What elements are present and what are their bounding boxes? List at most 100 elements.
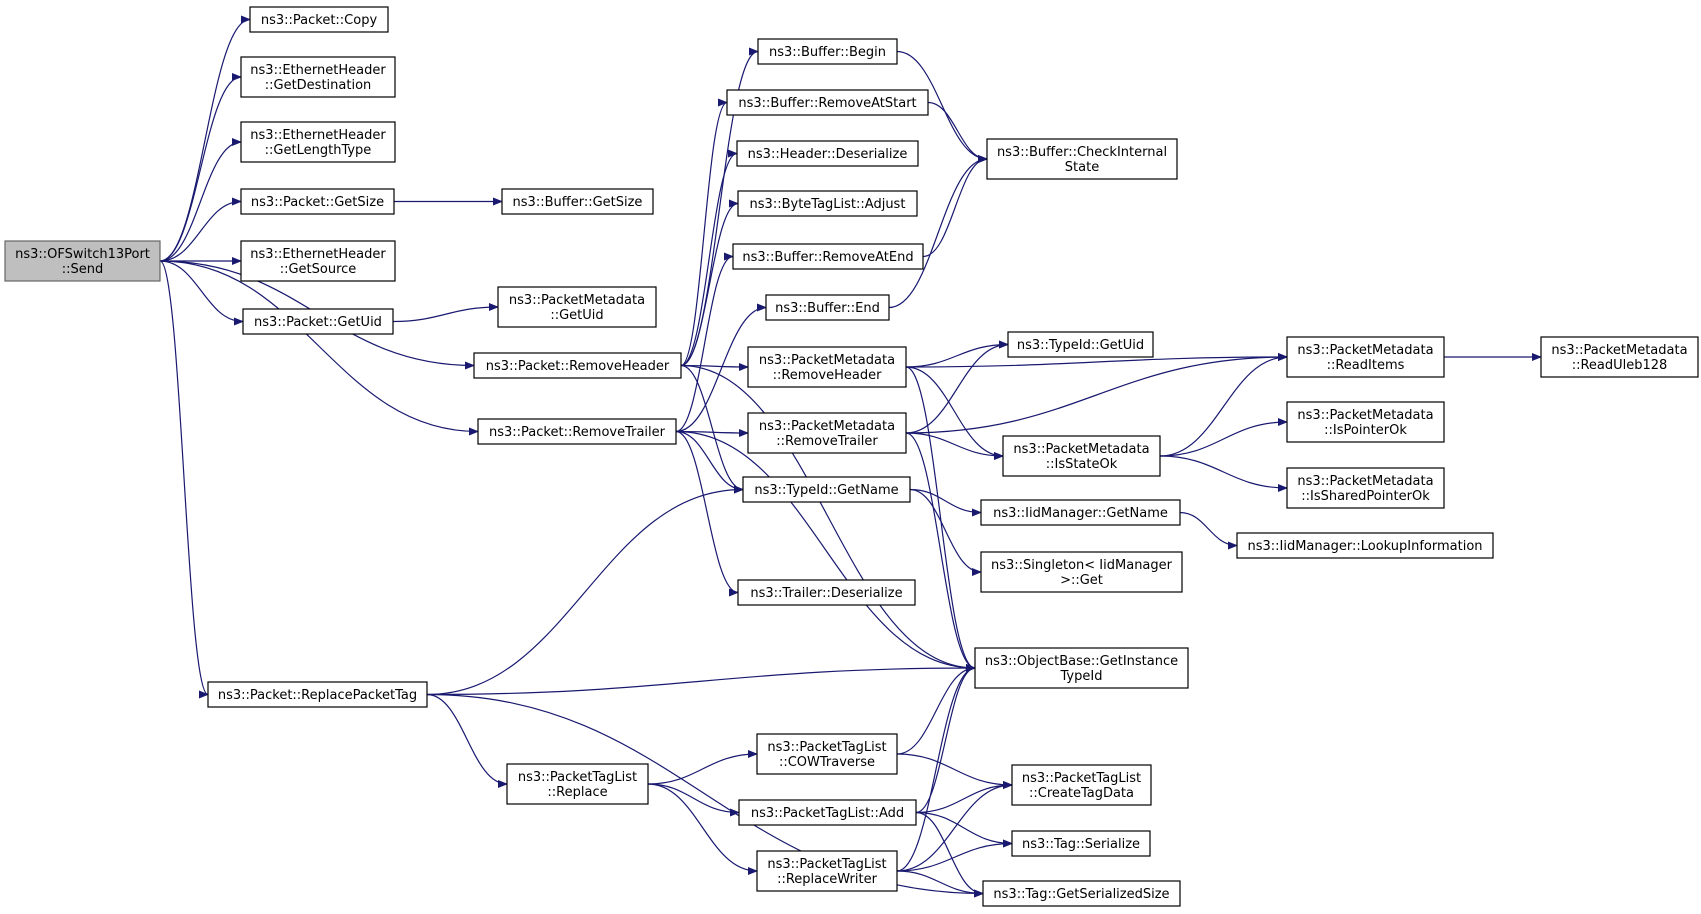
node-pkt-removeheader[interactable]: ns3::Packet::RemoveHeader <box>473 352 682 379</box>
edge-meta-removetrailer-to-meta-readitems <box>905 353 1288 434</box>
node-meta-readitems[interactable]: ns3::PacketMetadata::ReadItems <box>1286 336 1445 378</box>
node-copy[interactable]: ns3::Packet::Copy <box>249 6 389 33</box>
node-label: ::GetDestination <box>265 78 372 93</box>
node-box <box>477 418 677 445</box>
node-meta-removeheader[interactable]: ns3::PacketMetadata::RemoveHeader <box>747 346 907 388</box>
node-box <box>1286 467 1445 509</box>
node-buf-begin[interactable]: ns3::Buffer::Begin <box>757 38 898 65</box>
node-eth-getlen[interactable]: ns3::EthernetHeader::GetLengthType <box>240 121 396 163</box>
node-label: ns3::EthernetHeader <box>250 63 386 78</box>
node-meta-issharedpointerok[interactable]: ns3::PacketMetadata::IsSharedPointerOk <box>1286 467 1445 509</box>
edge-ptl-cowtraverse-to-objbase-getinstance <box>896 664 976 755</box>
node-label: ns3::PacketTagList <box>1022 771 1141 786</box>
node-meta-removetrailer[interactable]: ns3::PacketMetadata::RemoveTrailer <box>747 412 907 454</box>
node-label: TypeId <box>1060 669 1103 684</box>
node-box <box>473 352 682 379</box>
node-pkt-getsize[interactable]: ns3::Packet::GetSize <box>240 188 395 215</box>
node-buf-end[interactable]: ns3::Buffer::End <box>765 294 890 321</box>
edge-pkt-removeheader-to-buf-removeatstart <box>680 98 728 367</box>
node-typeid-getuid[interactable]: ns3::TypeId::GetUid <box>1007 331 1154 358</box>
node-box <box>974 647 1189 689</box>
node-tag-getserializedsize[interactable]: ns3::Tag::GetSerializedSize <box>982 880 1181 907</box>
node-buf-getsize[interactable]: ns3::Buffer::GetSize <box>501 188 654 215</box>
node-box <box>980 499 1181 526</box>
node-btl-adjust[interactable]: ns3::ByteTagList::Adjust <box>737 190 918 217</box>
node-box <box>737 190 918 217</box>
node-label: ns3::PacketMetadata <box>759 419 895 434</box>
node-label: ns3::IidManager::LookupInformation <box>1247 539 1482 554</box>
edge-buf-begin-to-buf-checkinternal <box>896 50 988 163</box>
node-box <box>1236 532 1494 559</box>
node-ptl-createtagdata[interactable]: ns3::PacketTagList::CreateTagData <box>1011 764 1152 806</box>
edge-pkt-removeheader-to-objbase-getinstance <box>680 364 976 672</box>
edge-pkt-replacetag-to-ptl-replace <box>426 693 508 788</box>
node-tag-serialize[interactable]: ns3::Tag::Serialize <box>1011 830 1151 857</box>
edge-pkt-removetrailer-to-trl-deserialize <box>675 430 739 597</box>
node-box <box>742 476 911 503</box>
node-box <box>207 681 428 708</box>
node-box <box>982 880 1181 907</box>
edge-ptl-replace-to-ptl-replacewriter <box>647 783 758 875</box>
node-label: ns3::Packet::RemoveTrailer <box>489 425 666 440</box>
node-typeid-getname[interactable]: ns3::TypeId::GetName <box>742 476 911 503</box>
edge-ptl-add-to-tag-getserializedsize <box>915 811 984 898</box>
node-ptl-add[interactable]: ns3::PacketTagList::Add <box>738 799 917 826</box>
node-hdr-deserialize[interactable]: ns3::Header::Deserialize <box>736 140 919 167</box>
node-iid-getname[interactable]: ns3::IidManager::GetName <box>980 499 1181 526</box>
node-trl-deserialize[interactable]: ns3::Trailer::Deserialize <box>737 579 916 606</box>
node-send[interactable]: ns3::OFSwitch13Port::Send <box>4 240 161 282</box>
node-label: ns3::Buffer::CheckInternal <box>997 145 1167 160</box>
node-meta-readuleb[interactable]: ns3::PacketMetadata::ReadUleb128 <box>1540 336 1699 378</box>
node-pkt-replacetag[interactable]: ns3::Packet::ReplacePacketTag <box>207 681 428 708</box>
node-buf-removeatend[interactable]: ns3::Buffer::RemoveAtEnd <box>732 243 924 270</box>
node-label: ns3::ByteTagList::Adjust <box>750 197 906 212</box>
node-label: ::RemoveHeader <box>773 368 883 383</box>
edge-pkt-removetrailer-to-buf-removeatend <box>675 252 734 433</box>
node-label: ::ReadItems <box>1327 358 1405 373</box>
node-label: ns3::PacketMetadata <box>759 353 895 368</box>
node-label: ns3::Tag::Serialize <box>1022 837 1140 852</box>
edge-ptl-cowtraverse-to-ptl-createtagdata <box>896 753 1013 789</box>
node-box <box>736 140 919 167</box>
node-label: ns3::ObjectBase::GetInstance <box>985 654 1178 669</box>
node-label: ::Replace <box>547 785 607 800</box>
node-label: ns3::Buffer::Begin <box>769 45 886 60</box>
node-meta-ispointerok[interactable]: ns3::PacketMetadata::IsPointerOk <box>1286 401 1445 443</box>
edge-meta-removeheader-to-meta-readitems <box>905 353 1288 368</box>
node-box <box>240 188 395 215</box>
node-label: ns3::Packet::ReplacePacketTag <box>218 688 417 703</box>
node-label: ns3::Singleton< IidManager <box>991 558 1173 573</box>
edge-meta-removetrailer-to-typeid-getuid <box>905 340 1009 434</box>
edge-send-to-pkt-getsize <box>159 197 242 262</box>
node-pkt-getuid[interactable]: ns3::Packet::GetUid <box>242 308 394 335</box>
edge-ptl-add-to-ptl-createtagdata <box>915 781 1013 814</box>
node-pkt-removetrailer[interactable]: ns3::Packet::RemoveTrailer <box>477 418 677 445</box>
node-box <box>1002 435 1161 477</box>
node-ptl-replacewriter[interactable]: ns3::PacketTagList::ReplaceWriter <box>756 850 898 892</box>
node-ptl-cowtraverse[interactable]: ns3::PacketTagList::COWTraverse <box>756 733 898 775</box>
node-box <box>240 240 396 282</box>
node-buf-removeatstart[interactable]: ns3::Buffer::RemoveAtStart <box>726 89 929 116</box>
edge-ptl-add-to-tag-serialize <box>915 811 1013 848</box>
node-box <box>501 188 654 215</box>
node-box <box>986 138 1178 180</box>
node-meta-getuid[interactable]: ns3::PacketMetadata::GetUid <box>497 286 657 328</box>
node-eth-getdest[interactable]: ns3::EthernetHeader::GetDestination <box>240 56 396 98</box>
edge-meta-removeheader-to-objbase-getinstance <box>905 366 976 672</box>
node-meta-isstateok[interactable]: ns3::PacketMetadata::IsStateOk <box>1002 435 1161 477</box>
node-box <box>756 850 898 892</box>
node-ptl-replace[interactable]: ns3::PacketTagList::Replace <box>506 763 649 805</box>
node-label: ::IsSharedPointerOk <box>1301 489 1430 504</box>
node-iid-lookup[interactable]: ns3::IidManager::LookupInformation <box>1236 532 1494 559</box>
node-label: ns3::PacketTagList <box>518 770 637 785</box>
node-label: ns3::PacketMetadata <box>1297 474 1433 489</box>
node-box <box>737 579 916 606</box>
node-singleton-get[interactable]: ns3::Singleton< IidManager>::Get <box>980 551 1183 593</box>
edge-pkt-removeheader-to-hdr-deserialize <box>680 149 738 367</box>
node-eth-getsrc[interactable]: ns3::EthernetHeader::GetSource <box>240 240 396 282</box>
edge-send-to-eth-getlen <box>159 138 242 262</box>
node-label: ::ReadUleb128 <box>1572 358 1668 373</box>
